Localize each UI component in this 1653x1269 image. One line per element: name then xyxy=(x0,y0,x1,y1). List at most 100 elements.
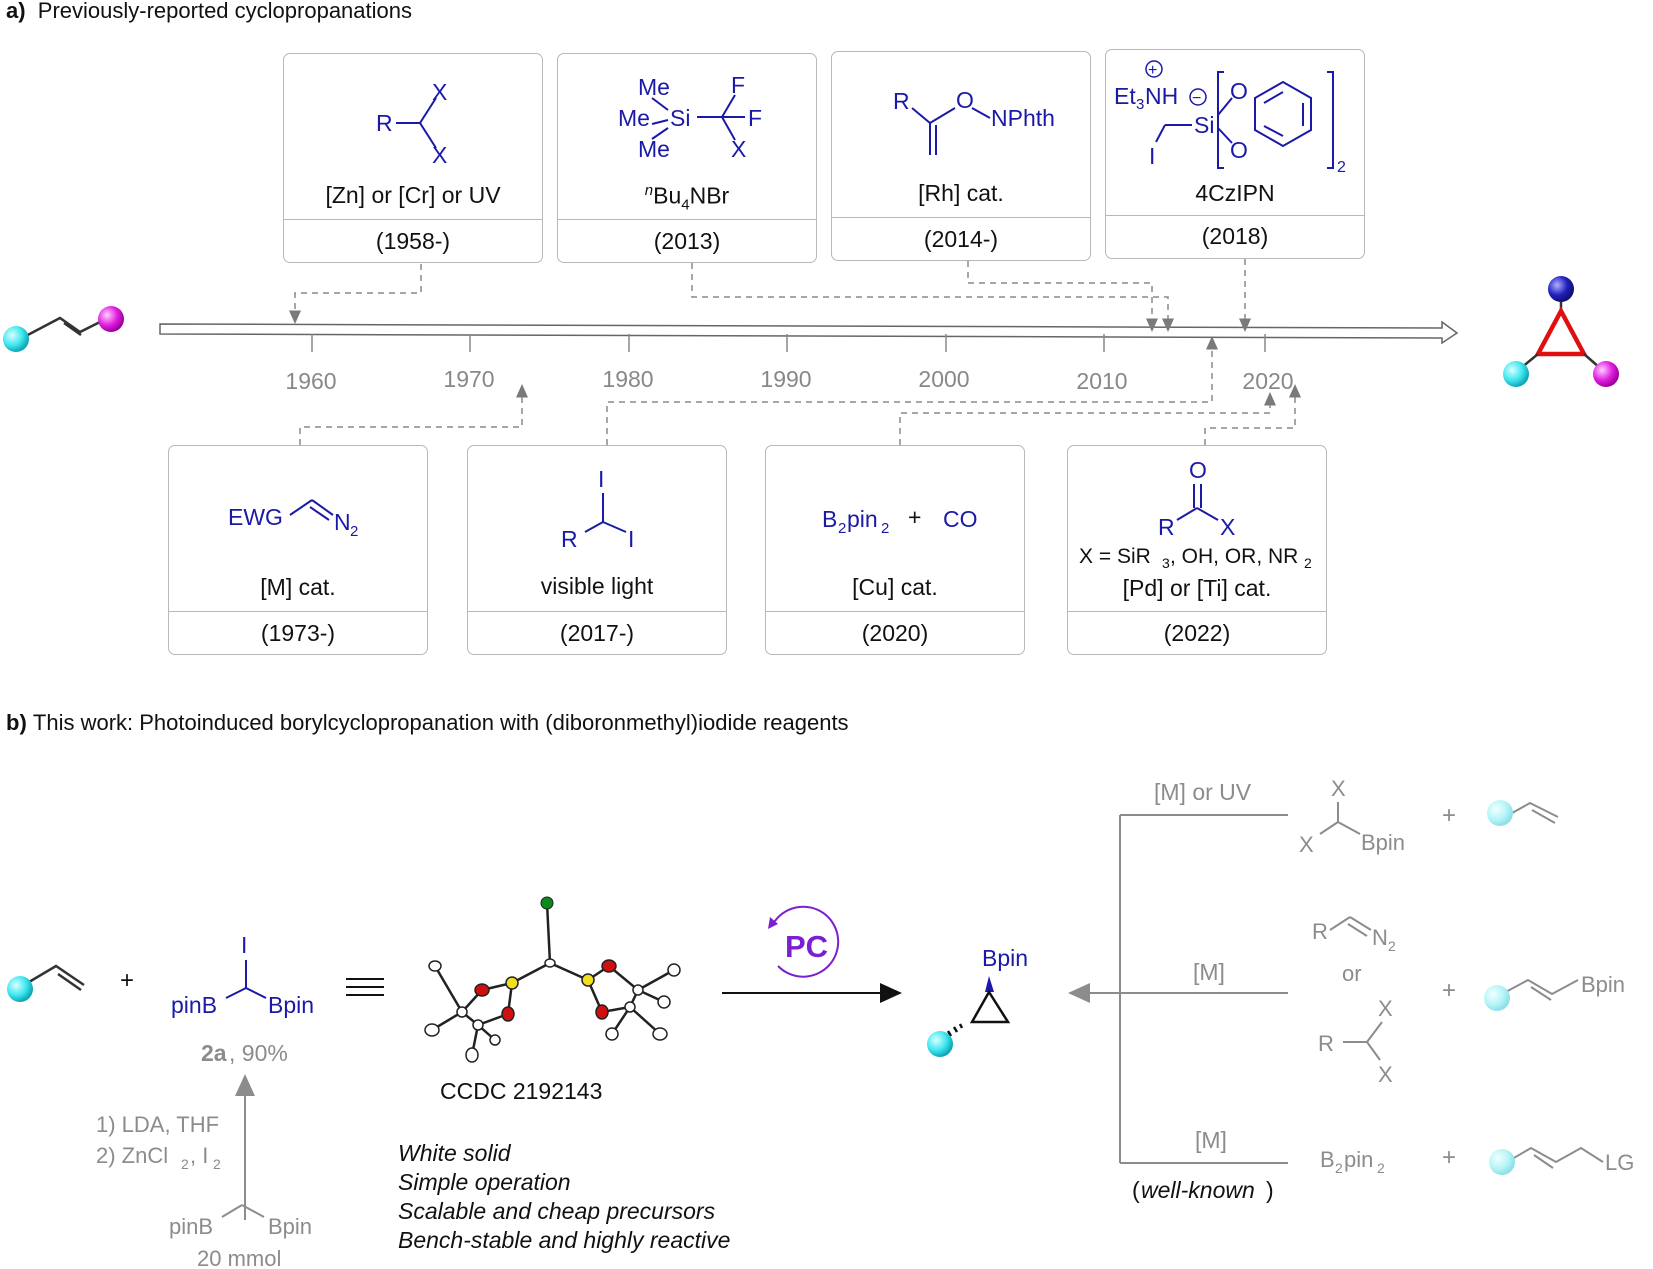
r2-sub: 2 xyxy=(1388,938,1396,954)
feature-1: White solid xyxy=(398,1140,512,1166)
timeline xyxy=(159,320,1459,352)
s3-R: R xyxy=(893,88,910,114)
structure-enol-ether: R O NPhth xyxy=(893,87,1055,155)
bottom-box-2-year: (2017-) xyxy=(559,620,635,646)
s7-pin: pin xyxy=(847,506,878,532)
s7-B: B xyxy=(822,506,837,532)
s5-sub2: 2 xyxy=(350,523,358,540)
s8-R: R xyxy=(1158,514,1175,540)
r3-sub2b: 2 xyxy=(1377,1160,1385,1176)
well-known-close: ) xyxy=(1266,1177,1274,1203)
bottom-box-3-year: (2020) xyxy=(861,620,929,646)
top-box-2-condition: nBu4NBr xyxy=(558,182,816,213)
s3-O: O xyxy=(956,87,974,113)
tick-label-1970: 1970 xyxy=(443,366,495,392)
structure-diazo: EWG N 2 xyxy=(228,499,358,540)
r3-B: B xyxy=(1320,1147,1335,1172)
precursor: pinB Bpin 20 mmol xyxy=(169,1204,312,1269)
structure-dihalide: R X X xyxy=(376,79,447,168)
r2-N: N xyxy=(1372,925,1388,950)
well-known-label: well-known xyxy=(1141,1177,1255,1203)
r1-plus: + xyxy=(1442,802,1456,829)
magenta-sphere xyxy=(98,306,124,332)
cyan-sphere xyxy=(3,326,29,352)
reagent-pinB: pinB xyxy=(171,992,217,1018)
structure-diiodide: I R I xyxy=(561,466,634,552)
feature-2: Simple operation xyxy=(398,1169,571,1195)
bottom-box-1: [M] cat. (1973-) xyxy=(168,445,428,655)
s7-plus: + xyxy=(908,504,921,530)
timeline-arrow xyxy=(159,320,1459,345)
top-box-3-divider xyxy=(832,217,1090,218)
r2-plus: + xyxy=(1442,977,1456,1004)
cyan-sphere-faded xyxy=(1484,985,1510,1011)
cyclopropane-product-a xyxy=(1503,276,1619,387)
timeline-ticks xyxy=(311,334,1266,352)
r3-pin: pin xyxy=(1344,1147,1373,1172)
feature-3: Scalable and cheap precursors xyxy=(398,1198,716,1224)
s4-sub2: 2 xyxy=(1337,159,1346,176)
tick-label-1990: 1990 xyxy=(760,366,812,392)
bottom-box-2-divider xyxy=(468,611,726,612)
feature-4: Bench-stable and highly reactive xyxy=(398,1227,730,1253)
step-2: 2) ZnCl xyxy=(96,1143,168,1168)
s8-sub2: 2 xyxy=(1304,555,1312,571)
s4-O2: O xyxy=(1230,137,1248,163)
top-box-1-year: (1958-) xyxy=(375,228,451,254)
cyan-sphere xyxy=(1503,361,1529,387)
plus-sign-b1: + xyxy=(120,967,134,994)
s7-sub2b: 2 xyxy=(881,520,889,537)
tick-label-1960: 1960 xyxy=(285,368,337,394)
bottom-box-2: visible light (2017-) xyxy=(467,445,727,655)
precursor-pinB: pinB xyxy=(169,1214,213,1239)
cyan-sphere-faded xyxy=(1487,800,1513,826)
top-box-2-sub: 4 xyxy=(681,196,690,214)
top-box-2-cond-main: Bu xyxy=(653,182,682,209)
r2-R1: R xyxy=(1312,919,1328,944)
top-box-2-year: (2013) xyxy=(653,228,721,254)
s6-I1: I xyxy=(598,466,604,492)
route-3-reagent: B 2 pin 2 + LG xyxy=(1320,1144,1634,1176)
top-box-3-condition: [Rh] cat. xyxy=(918,180,1004,206)
s2-Me1: Me xyxy=(638,74,670,100)
photocatalyst: PC xyxy=(768,905,840,978)
tick-label-2000: 2000 xyxy=(918,366,970,392)
top-box-2-prefix: n xyxy=(644,182,654,199)
bottom-box-2-condition: visible light xyxy=(540,573,654,599)
top-box-4-divider xyxy=(1106,215,1364,216)
panel-a-heading: a) Previously-reported cyclopropanations xyxy=(6,0,412,24)
s1-R: R xyxy=(376,110,393,136)
blue-sphere xyxy=(1548,276,1574,302)
r3-plus: + xyxy=(1442,1144,1456,1171)
r2-or: or xyxy=(1342,961,1362,986)
panel-b-label: b) xyxy=(6,710,27,735)
bottom-box-4-year: (2022) xyxy=(1163,620,1231,646)
product-Bpin: Bpin xyxy=(982,945,1028,971)
bottom-box-1-year: (1973-) xyxy=(260,620,336,646)
s2-X: X xyxy=(731,136,746,162)
route-1-condition: [M] or UV xyxy=(1154,779,1252,805)
panel-a-label: a) xyxy=(6,0,26,23)
structure-tmscf2x: Me Me Si Me F F X xyxy=(618,72,762,162)
s8-rest: , OH, OR, NR xyxy=(1170,545,1298,568)
dashed-connectors xyxy=(289,259,1301,445)
s2-Me3: Me xyxy=(638,136,670,162)
tick-label-2020: 2020 xyxy=(1242,368,1294,394)
panel-b-title: This work: Photoinduced borylcyclopropan… xyxy=(32,710,849,735)
equivalence-sign xyxy=(346,978,384,996)
alkene-substrate-b xyxy=(7,964,85,1002)
r2-R2: R xyxy=(1318,1031,1334,1056)
ccdc-number: CCDC 2192143 xyxy=(440,1078,602,1104)
route-3-condition: [M] xyxy=(1195,1127,1227,1153)
s4-I: I xyxy=(1149,143,1155,169)
bottom-box-3: [Cu] cat. (2020) xyxy=(765,445,1025,655)
cyclopropane-ring xyxy=(1534,306,1588,357)
top-box-1: [Zn] or [Cr] or UV (1958-) xyxy=(283,53,543,263)
route-2-condition: [M] xyxy=(1193,959,1225,985)
s8-xline: X = SiR xyxy=(1079,545,1151,568)
s4-Si: Si xyxy=(1194,112,1214,138)
s8-X: X xyxy=(1220,514,1235,540)
panel-a-title: Previously-reported cyclopropanations xyxy=(37,0,412,23)
s4-O1: O xyxy=(1230,78,1248,104)
